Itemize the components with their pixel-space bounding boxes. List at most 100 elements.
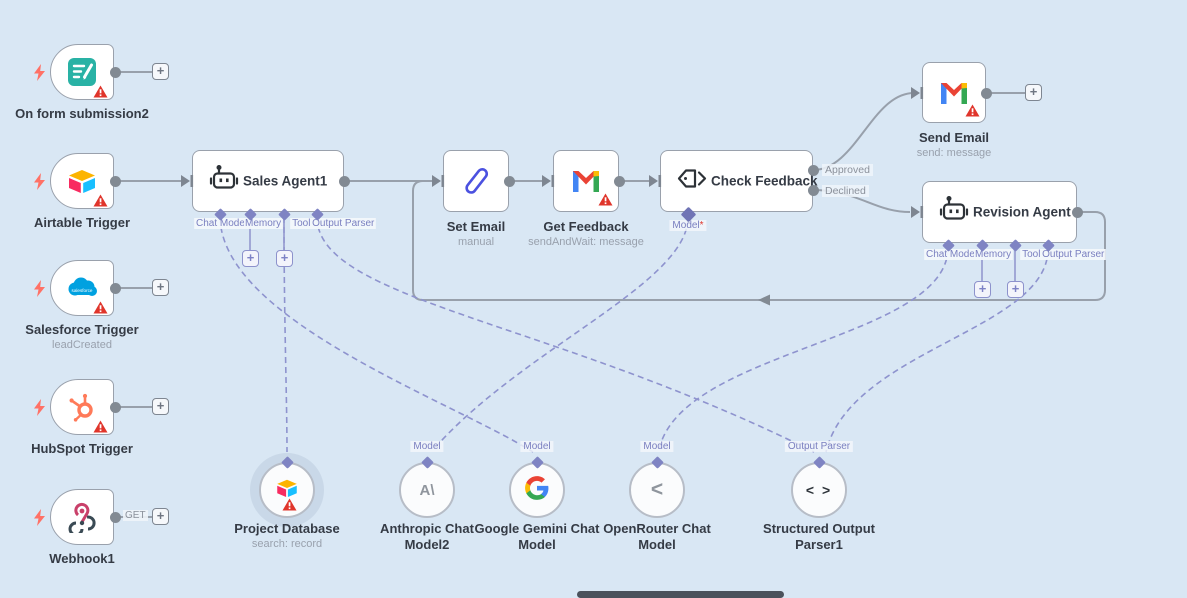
node-label: Set Email: [446, 219, 506, 234]
input-port-arrow[interactable]: [431, 174, 445, 188]
output-port[interactable]: [109, 511, 121, 523]
output-port[interactable]: [109, 401, 121, 413]
node-openrouter-chat-model[interactable]: <: [629, 462, 685, 518]
airtable-icon: [51, 154, 113, 208]
wire-approved-sendemail: [812, 92, 915, 171]
port-label-memory: Memory: [974, 249, 1013, 260]
node-check-feedback[interactable]: Check Feedback: [660, 150, 818, 212]
add-node-button[interactable]: +: [152, 63, 169, 80]
node-set-email[interactable]: [443, 150, 509, 212]
wire-checkfeedback-model-anthropic: [432, 218, 689, 451]
node-project-database[interactable]: [259, 462, 315, 518]
add-memory-button[interactable]: +: [242, 250, 259, 267]
input-port-arrow[interactable]: [648, 174, 662, 188]
input-port-arrow[interactable]: [541, 174, 555, 188]
trigger-bolt-icon: [34, 64, 45, 81]
node-label: Webhook1: [49, 551, 115, 566]
port-label-tool: Tool: [1021, 249, 1042, 260]
input-port-arrow[interactable]: [180, 174, 194, 188]
port-label-tool: Tool: [291, 218, 312, 229]
node-label: Structured Output: [763, 521, 875, 536]
node-sales-agent1[interactable]: Sales Agent1: [192, 150, 344, 212]
input-port-arrow[interactable]: [910, 86, 924, 100]
hubspot-icon: [51, 380, 113, 434]
node-label-line2: Model2: [404, 537, 450, 552]
node-send-email[interactable]: [922, 62, 986, 123]
warning-icon: [93, 420, 108, 433]
output-port-declined[interactable]: [807, 184, 819, 196]
node-sublabel: sendAndWait: message: [528, 236, 644, 248]
wire-sales-tool-projectdb: [283, 216, 288, 453]
add-node-button[interactable]: +: [152, 279, 169, 296]
add-tool-button[interactable]: +: [1007, 281, 1024, 298]
openrouter-icon: <: [650, 478, 664, 501]
output-parser-port-label: Output Parser: [784, 441, 854, 452]
node-sublabel: leadCreated: [52, 339, 112, 351]
airtable-icon: [275, 476, 299, 505]
trigger-bolt-icon: [34, 509, 45, 526]
output-port[interactable]: [613, 175, 625, 187]
output-port[interactable]: [503, 175, 515, 187]
node-label: Project Database: [234, 521, 340, 536]
add-node-button[interactable]: +: [152, 398, 169, 415]
warning-icon: [965, 104, 980, 117]
add-node-button[interactable]: +: [152, 508, 169, 525]
node-title: Check Feedback: [711, 173, 818, 189]
node-airtable-trigger[interactable]: [50, 153, 114, 209]
node-label: Google Gemini Chat: [474, 521, 600, 536]
svg-text:salesforce: salesforce: [72, 288, 93, 293]
node-label: Airtable Trigger: [33, 215, 131, 230]
node-structured-output-parser1[interactable]: < >: [791, 462, 847, 518]
tag-icon: [677, 166, 709, 197]
node-label: Anthropic Chat: [380, 521, 474, 536]
output-port[interactable]: [980, 87, 992, 99]
output-port[interactable]: [109, 175, 121, 187]
input-port-arrow[interactable]: [910, 205, 924, 219]
google-icon: [524, 475, 550, 506]
node-google-gemini-chat-model[interactable]: [509, 462, 565, 518]
model-port-label: Model: [410, 441, 444, 452]
trigger-bolt-icon: [34, 399, 45, 416]
output-port[interactable]: [109, 282, 121, 294]
node-get-feedback[interactable]: [553, 150, 619, 212]
code-brackets-icon: < >: [805, 482, 833, 498]
wire-revision-chatmodel-openrouter: [658, 248, 949, 451]
output-port-approved[interactable]: [807, 164, 819, 176]
warning-icon: [598, 193, 613, 206]
robot-agent-icon: [209, 165, 239, 198]
form-icon: [51, 45, 113, 99]
node-title: Sales Agent1: [243, 173, 328, 189]
output-port[interactable]: [109, 66, 121, 78]
node-sublabel: search: record: [251, 538, 323, 550]
output-port[interactable]: [1071, 206, 1083, 218]
robot-agent-icon: [939, 196, 969, 229]
port-label-output-parser: Output Parser: [1041, 249, 1106, 260]
add-node-button[interactable]: +: [1025, 84, 1042, 101]
node-webhook1[interactable]: [50, 489, 114, 545]
add-memory-button[interactable]: +: [974, 281, 991, 298]
output-label-approved: Approved: [822, 164, 873, 176]
warning-icon: [93, 194, 108, 207]
node-on-form-submission2[interactable]: [50, 44, 114, 100]
node-hubspot-trigger[interactable]: [50, 379, 114, 435]
node-label-line2: Model: [638, 537, 676, 552]
node-salesforce-trigger[interactable]: salesforce: [50, 260, 114, 316]
wire-revision-outputparser-structured: [825, 248, 1049, 453]
node-anthropic-chat-model2[interactable]: A\: [399, 462, 455, 518]
model-port-label: Model: [640, 441, 674, 452]
node-label: Send Email: [918, 130, 990, 145]
output-port[interactable]: [338, 175, 350, 187]
model-port-label: Model: [520, 441, 554, 452]
bottom-bar: [577, 591, 784, 598]
node-label: Salesforce Trigger: [25, 322, 139, 337]
gmail-icon: [923, 63, 985, 122]
node-label: On form submission2: [15, 106, 149, 121]
add-tool-button[interactable]: +: [276, 250, 293, 267]
node-revision-agent[interactable]: Revision Agent: [922, 181, 1077, 243]
webhook-method-label: GET: [123, 510, 148, 521]
port-label-output-parser: Output Parser: [311, 218, 376, 229]
port-label-memory: Memory: [244, 218, 283, 229]
node-label: OpenRouter Chat: [603, 521, 711, 536]
